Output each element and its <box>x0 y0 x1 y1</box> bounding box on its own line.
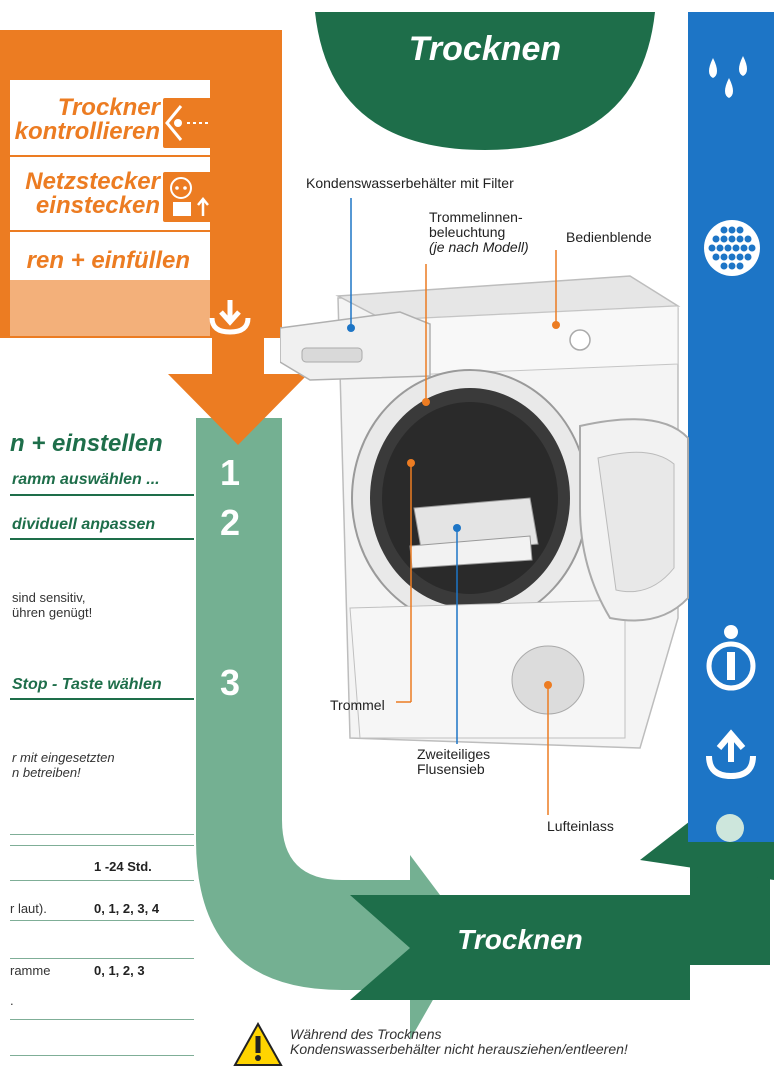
table-row-2-value: 0, 1, 2, 3, 4 <box>94 901 160 916</box>
step-3-number: 3 <box>220 662 241 703</box>
table-divider-0 <box>10 834 194 835</box>
orange-arrow-head <box>168 330 308 445</box>
table-divider-1 <box>10 880 194 881</box>
step-3-label: Stop - Taste wählen <box>12 676 162 693</box>
table-row-1-value: 1 -24 Std. <box>94 859 152 874</box>
warning-icon <box>233 1022 283 1066</box>
status-dot <box>716 814 744 842</box>
table-divider-4 <box>10 1019 194 1020</box>
table-divider-5 <box>10 1055 194 1056</box>
step-2-line <box>10 538 194 540</box>
footer-title: Trocknen <box>457 924 583 955</box>
table-divider-2 <box>10 920 194 921</box>
step-1-line <box>10 494 194 496</box>
table-divider-0b <box>10 845 194 846</box>
plug-icon <box>163 172 213 222</box>
orange-panel-strip <box>10 280 210 336</box>
filter-icon <box>704 220 760 276</box>
orange-item-1: Trockner kontrollieren <box>14 94 160 145</box>
filter-note: r mit eingesetzten n betreiben! <box>12 750 115 780</box>
callout-air-inlet: Lufteinlass <box>547 818 614 834</box>
step-1-number: 1 <box>220 452 241 493</box>
green-section-heading: n + einstellen <box>10 430 163 457</box>
water-drops-icon <box>709 56 747 98</box>
callout-condensate-tank: Kondenswasserbehälter mit Filter <box>306 175 514 191</box>
callout-drum-light: Trommelinnen- beleuchtung (je nach Model… <box>429 209 529 255</box>
table-row-4-label: . <box>10 993 14 1008</box>
orange-item-3: ren + einfüllen <box>26 247 190 274</box>
touch-note: sind sensitiv, ühren genügt! <box>12 590 93 620</box>
warning-text: Während des Trocknens Kondenswasserbehäl… <box>290 1026 628 1057</box>
callout-drum: Trommel <box>330 697 385 713</box>
callout-lint-filter: Zweiteiliges Flusensieb <box>417 746 491 777</box>
step-2-label: dividuell anpassen <box>12 516 156 533</box>
orange-item-2: Netzstecker einstecken <box>25 168 160 219</box>
step-1-label: ramm auswählen ... <box>12 471 160 488</box>
table-row-3-label: ramme <box>10 963 51 978</box>
eye-icon <box>163 98 213 148</box>
orange-divider-2 <box>10 230 210 232</box>
info-icon <box>706 625 756 691</box>
step-3-line <box>10 698 194 700</box>
upload-icon <box>706 729 756 780</box>
orange-divider-1 <box>10 155 210 157</box>
download-icon <box>209 300 251 335</box>
table-divider-3 <box>10 958 194 959</box>
sidebar <box>688 12 774 842</box>
step-2-number: 2 <box>220 502 241 543</box>
callout-control-panel: Bedienblende <box>566 229 652 245</box>
page-title: Trocknen <box>408 30 562 68</box>
table-row-3-value: 0, 1, 2, 3 <box>94 963 145 978</box>
table-row-2-label: r laut). <box>10 901 47 916</box>
